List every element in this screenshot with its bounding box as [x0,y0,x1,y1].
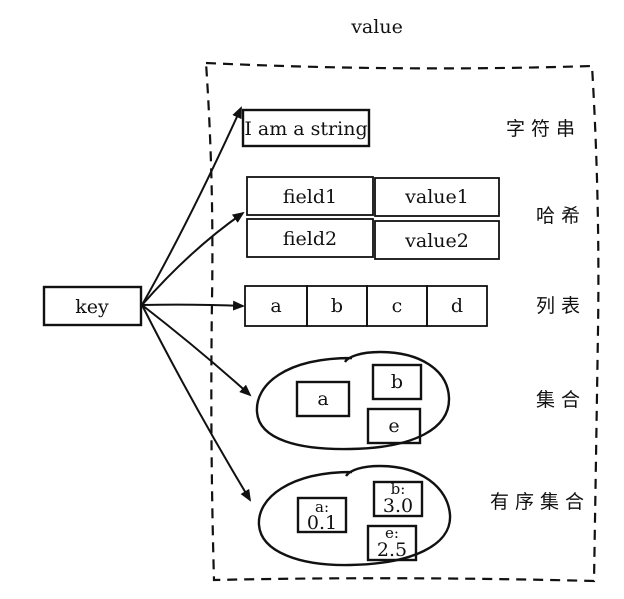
hash-value: value2 [404,230,469,252]
zset-member-score: 2.5 [377,539,407,561]
hash-field-cell [246,176,374,216]
set-member-box [366,407,422,445]
arrow-to-list [141,300,245,311]
hash-value-cell [374,177,500,217]
zset-member-score: 0.1 [307,512,337,534]
set-member: a [317,388,328,410]
arrow-to-zset [141,304,252,502]
hash-field: field2 [283,228,337,250]
set-member-box [295,380,351,418]
list-item: b [331,295,343,317]
list-item: c [392,295,403,317]
zset-member-name: b: [391,480,406,498]
hash-value: value1 [404,186,469,208]
set-member: b [391,371,403,393]
set-category: 集合 [536,389,586,411]
set-member-box [371,363,423,401]
zset-member-name: e: [385,524,399,542]
string-box [241,108,371,148]
arrow-to-hash [141,211,245,306]
arrow-to-string [141,106,242,306]
hash-field: field1 [283,186,337,208]
string-value: I am a string [244,118,367,140]
hash-value-cell [374,220,500,260]
zset-category: 有序集合 [490,491,590,513]
set-member: e [388,415,399,437]
value-container [204,61,600,583]
key-box [42,285,143,327]
list-item: a [270,295,281,317]
list-item: d [451,295,463,317]
zset-member-score: 3.0 [383,495,413,517]
zset-member-box [366,524,418,562]
diagram-title: value [350,16,403,38]
string-category: 字符串 [506,118,581,140]
zset-member-box [296,496,348,534]
zset-ellipse [257,464,452,567]
list-items: a b c d [244,285,488,327]
list-item-cell [426,285,488,327]
hash-table: field1 value1 field2 value2 [246,176,500,260]
key-arrows [141,106,252,502]
arrow-to-set [141,304,252,397]
list-category: 列表 [536,295,586,317]
hash-category: 哈希 [536,205,586,227]
hash-field-cell [246,218,374,258]
zset-member-box [372,480,424,518]
zset-member-name: a: [315,498,329,516]
key-label: key [75,296,109,318]
